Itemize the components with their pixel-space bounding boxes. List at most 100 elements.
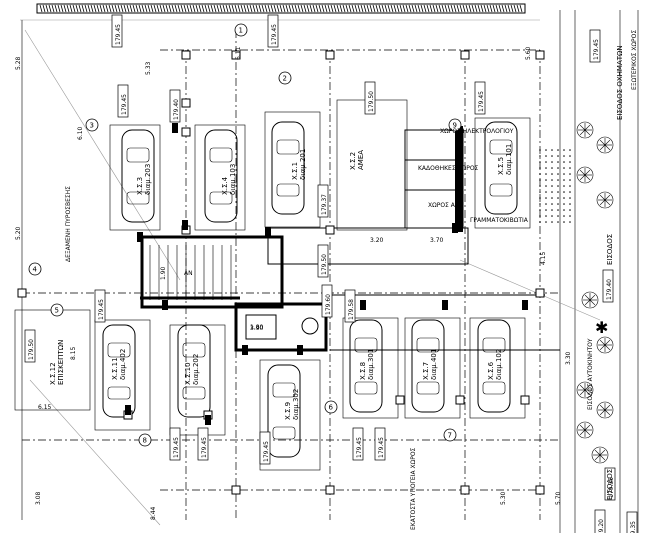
hatch-line <box>366 4 370 13</box>
elevation-tag: 179.60 <box>321 284 333 318</box>
space-id: X.Σ.7 <box>422 362 430 380</box>
paving-dot <box>557 221 559 223</box>
hatch-line <box>243 4 247 13</box>
car-icon <box>102 324 136 418</box>
hatch-line <box>342 4 346 13</box>
hatch-line <box>183 4 187 13</box>
tree-icon <box>596 336 614 354</box>
svg-text:179.35: 179.35 <box>608 477 615 498</box>
axis-marker: 1 <box>234 23 248 37</box>
hatch-line <box>303 4 307 13</box>
hatch-line <box>390 4 394 13</box>
elevation-tag: 179.50 <box>364 81 376 115</box>
paving-dot <box>545 179 547 181</box>
hatch-line <box>108 4 112 13</box>
svg-text:179.20: 179.20 <box>598 519 605 533</box>
space-id: X.Σ.1 <box>291 162 299 180</box>
diag-3 <box>459 259 601 321</box>
column <box>535 288 545 298</box>
paving-dot <box>545 221 547 223</box>
hatch-line <box>456 4 460 13</box>
svg-text:179.45: 179.45 <box>356 437 363 458</box>
hatch-line <box>252 4 256 13</box>
hatch-line <box>69 4 73 13</box>
paving-dot <box>563 185 565 187</box>
paving-dot <box>551 191 553 193</box>
hatch-line <box>186 4 190 13</box>
svg-text:3: 3 <box>90 122 94 130</box>
elevation-tag: 179.45 <box>259 431 271 465</box>
dimension-label: 5.70 <box>555 491 562 505</box>
svg-text:179.45: 179.45 <box>593 39 600 60</box>
hatch-line <box>495 4 499 13</box>
elevation-tag: 179.45 <box>117 84 129 118</box>
hatch-line <box>459 4 463 13</box>
hatch-line <box>405 4 409 13</box>
elevation-tag: 179.45 <box>352 427 364 461</box>
hatch-line <box>90 4 94 13</box>
stair-core <box>140 235 328 352</box>
hatch-line <box>198 4 202 13</box>
column <box>520 395 530 405</box>
paving-dot <box>545 191 547 193</box>
paving-dot <box>569 149 571 151</box>
hatch-line <box>84 4 88 13</box>
svg-text:179.60: 179.60 <box>325 294 332 315</box>
axis-marker: 5 <box>50 303 64 317</box>
hatch-line <box>306 4 310 13</box>
paving-dot <box>545 203 547 205</box>
paving-dot <box>551 161 553 163</box>
column-solid <box>242 345 248 355</box>
paving-dot <box>545 173 547 175</box>
dimension-label: 5.33 <box>145 61 152 75</box>
hatch-line <box>510 4 514 13</box>
column <box>535 50 545 60</box>
svg-text:179.45: 179.45 <box>115 24 122 45</box>
hatch-line <box>273 4 277 13</box>
column <box>231 50 241 60</box>
hatch-line <box>129 4 133 13</box>
hatch-line <box>201 4 205 13</box>
hatch-line <box>144 4 148 13</box>
axis-marker: 3 <box>85 118 99 132</box>
elevation-tag: 179.40 <box>169 89 181 123</box>
hatch-line <box>387 4 391 13</box>
svg-text:179.37: 179.37 <box>321 194 328 215</box>
hatch-line <box>393 4 397 13</box>
trees: ✱ <box>576 121 614 464</box>
column-solid <box>442 300 448 310</box>
paving-dot <box>551 215 553 217</box>
paving-dot <box>563 191 565 193</box>
hatch-line <box>171 4 175 13</box>
hatch-line <box>42 4 46 13</box>
car-icon <box>411 319 445 413</box>
column <box>231 485 241 495</box>
paving-dot <box>545 149 547 151</box>
dimension-label: 5.20 <box>15 226 22 240</box>
hatch-line <box>345 4 349 13</box>
space-id: X.Σ.9 <box>284 402 292 420</box>
hatch-line <box>57 4 61 13</box>
svg-text:7: 7 <box>448 432 452 440</box>
column <box>455 395 465 405</box>
hatch-line <box>300 4 304 13</box>
hatch-line <box>111 4 115 13</box>
hatch-line <box>327 4 331 13</box>
paving-dot <box>539 149 541 151</box>
hatch-line <box>354 4 358 13</box>
hatch-line <box>453 4 457 13</box>
hatch-line <box>192 4 196 13</box>
paving-dot <box>569 155 571 157</box>
hatch-line <box>45 4 49 13</box>
space-owner: διαμ.401 <box>430 349 438 380</box>
paving-dot <box>569 185 571 187</box>
room-amea: ΧΩΡΟΣ ΑΗΚ <box>428 202 464 209</box>
pedestrian-entry-label: ΕΙΣΟΔΟΣ <box>606 234 614 265</box>
tree-icon <box>596 136 614 154</box>
hatch-line <box>123 4 127 13</box>
hatch-line <box>267 4 271 13</box>
hatch-line <box>321 4 325 13</box>
street-text: ΕΞΩΤΕΡΙΚΟΣ ΧΩΡΟΣ <box>631 30 638 90</box>
hatch-line <box>180 4 184 13</box>
paving-dot <box>557 215 559 217</box>
